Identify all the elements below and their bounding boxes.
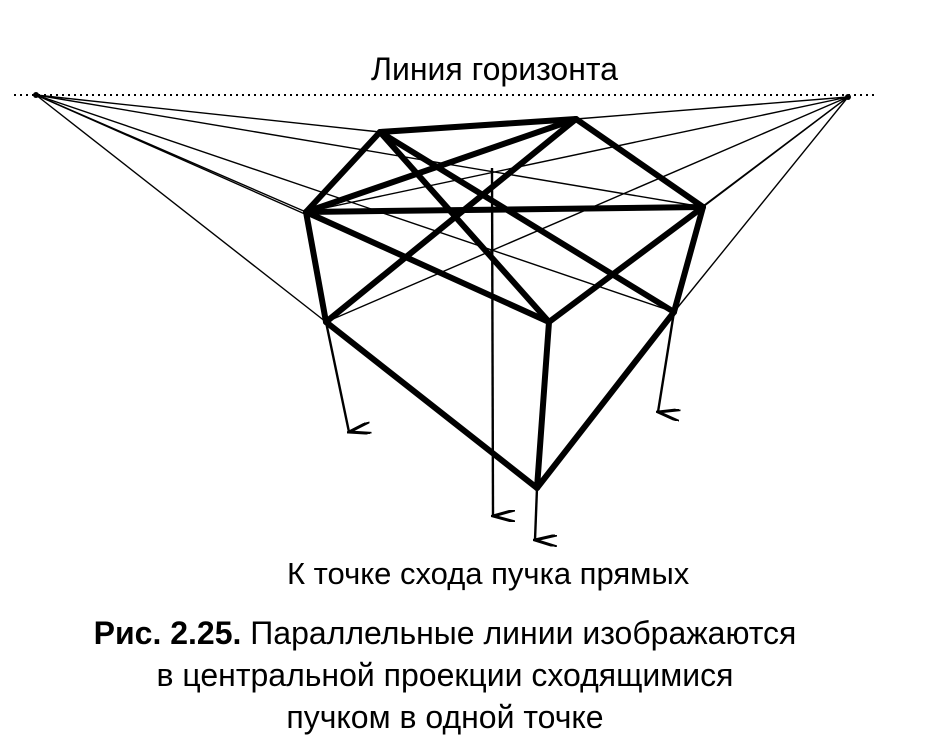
caption-text-1: Параллельные линии изображаются — [241, 615, 797, 651]
caption-line-2: в центральной проекции сходящимися — [156, 657, 734, 693]
box-edges — [303, 116, 706, 491]
caption-number: Рис. 2.25. — [93, 615, 242, 651]
arrow-front — [535, 487, 537, 540]
figure-caption: Рис. 2.25. Параллельные линии изображают… — [0, 612, 890, 738]
left-vanishing-rays — [35, 94, 704, 323]
downward-arrows — [324, 167, 674, 540]
horizon-label: Линия горизонта — [371, 51, 618, 87]
arrow-left — [324, 321, 349, 432]
arrow-right — [658, 311, 674, 412]
arrow-center — [490, 167, 493, 516]
caption-line-3: пучком в одной точке — [286, 699, 604, 735]
vanishing-point-label: К точке схода пучка прямых — [287, 556, 690, 591]
caption-line-1: Рис. 2.25. Параллельные линии изображают… — [0, 612, 890, 654]
